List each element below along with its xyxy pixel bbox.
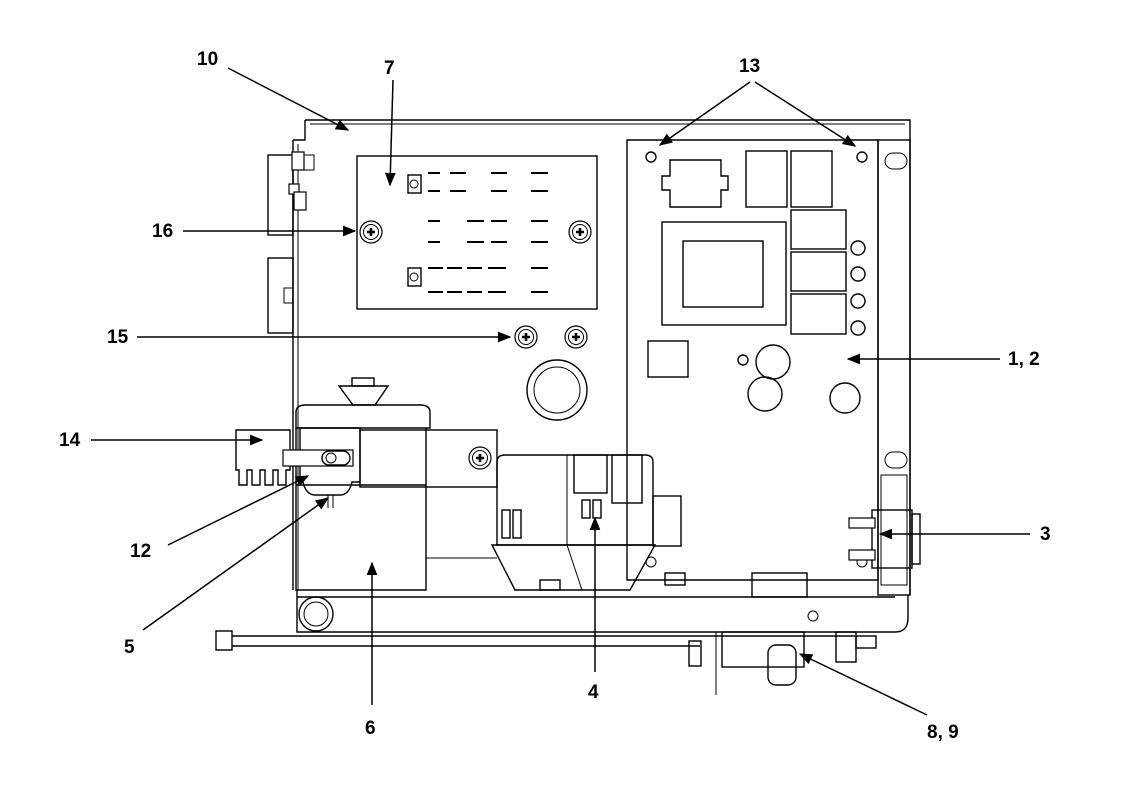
mount-screw-right xyxy=(564,325,588,349)
callout-14: 14 xyxy=(59,430,81,451)
leader-lines xyxy=(91,67,1030,716)
circuit-card xyxy=(626,139,921,581)
callout-15: 15 xyxy=(107,327,129,348)
callout-6: 6 xyxy=(365,718,376,739)
callout-5: 5 xyxy=(124,637,135,658)
arm-screw xyxy=(468,446,492,470)
callout-10: 10 xyxy=(197,49,218,70)
callout-13: 13 xyxy=(739,56,760,77)
callout-4: 4 xyxy=(588,682,599,703)
cover-screw-right xyxy=(568,220,592,244)
callout-1-2: 1, 2 xyxy=(1008,349,1040,370)
mount-screw-left xyxy=(514,325,538,349)
cover-screw-left xyxy=(359,220,383,244)
tube-and-valve xyxy=(215,572,877,695)
solenoid-assembly xyxy=(235,377,498,591)
cover-plate xyxy=(356,155,598,310)
callout-16: 16 xyxy=(152,221,173,242)
callout-7: 7 xyxy=(384,58,395,79)
callout-3: 3 xyxy=(1040,524,1051,545)
filter-valve xyxy=(490,454,686,591)
chassis-frame xyxy=(267,119,911,633)
round-opening xyxy=(526,359,588,421)
callout-12: 12 xyxy=(130,541,151,562)
callout-8-9: 8, 9 xyxy=(927,722,959,743)
